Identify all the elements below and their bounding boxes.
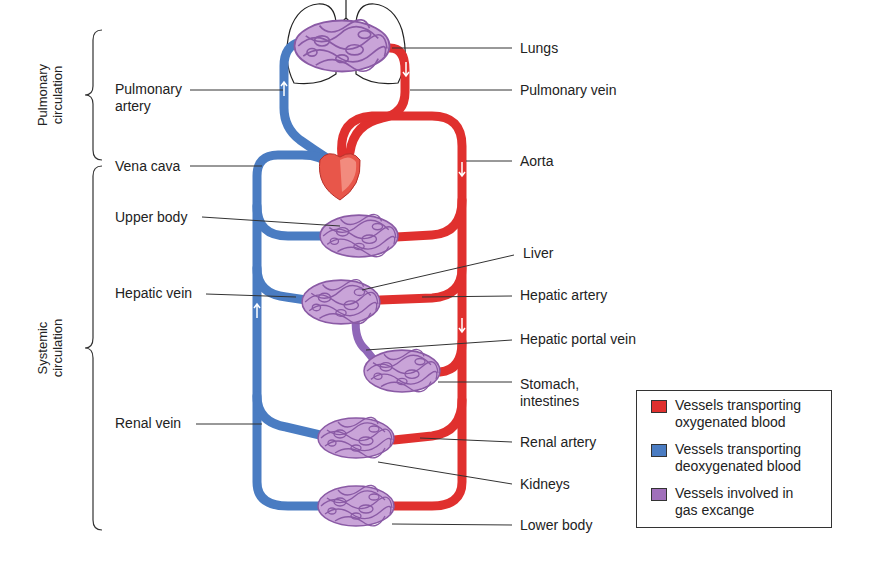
callout-label: Aorta xyxy=(520,153,680,170)
pulmonary-bracket xyxy=(85,30,102,160)
intestine-capillaries xyxy=(364,350,440,392)
callout-label: Lower body xyxy=(520,517,680,534)
callout-label: Pulmonary vein xyxy=(520,82,680,99)
bracket-label: Pulmonary circulation xyxy=(35,55,65,135)
renal-artery-vessel xyxy=(394,400,462,440)
callout-label: Hepatic vein xyxy=(115,285,235,302)
intestinal-artery xyxy=(440,342,462,372)
capillary-beds xyxy=(295,20,441,526)
legend-text: Vessels transporting deoxygenated blood xyxy=(675,441,817,475)
hepatic-vein-vessel xyxy=(257,268,306,300)
callout-label: Stomach, intestines xyxy=(520,376,610,410)
kidney-capillaries xyxy=(318,417,394,458)
callout-label: Liver xyxy=(523,245,683,262)
legend-text: Vessels transporting oxygenated blood xyxy=(675,397,817,431)
callout-label: Upper body xyxy=(115,209,235,226)
legend-swatch xyxy=(651,444,667,457)
callout-label: Pulmonary artery xyxy=(115,81,195,115)
hepatic-artery-vessel xyxy=(380,268,462,300)
legend-swatch xyxy=(651,488,667,501)
vena-cava-vessel xyxy=(257,155,332,506)
lung-capillaries xyxy=(295,20,390,72)
callout-label: Hepatic portal vein xyxy=(520,331,680,348)
upper-body-capillaries xyxy=(320,215,398,257)
legend-text: Vessels involved in gas excange xyxy=(675,485,817,519)
legend-swatch xyxy=(651,400,667,413)
heart xyxy=(319,154,360,200)
lungs-outline xyxy=(287,0,405,84)
renal-vein-vessel xyxy=(257,396,320,435)
legend-box: Vessels transporting oxygenated bloodVes… xyxy=(636,390,832,528)
callout-label: Hepatic artery xyxy=(520,287,680,304)
flow-marks xyxy=(254,62,465,332)
callout-label: Vena cava xyxy=(115,158,235,175)
callout-label: Lungs xyxy=(520,40,680,57)
systemic-bracket xyxy=(85,166,102,530)
liver-capillaries xyxy=(302,280,380,324)
callout-label: Kidneys xyxy=(520,476,680,493)
upper-body-artery xyxy=(396,200,462,237)
callout-label: Renal artery xyxy=(520,434,680,451)
bracket xyxy=(85,30,102,530)
callout-label: Renal vein xyxy=(115,415,235,432)
lower-body-capillaries xyxy=(318,485,394,526)
leader-lines xyxy=(190,48,514,525)
bracket-label: Systemic circulation xyxy=(35,308,65,388)
